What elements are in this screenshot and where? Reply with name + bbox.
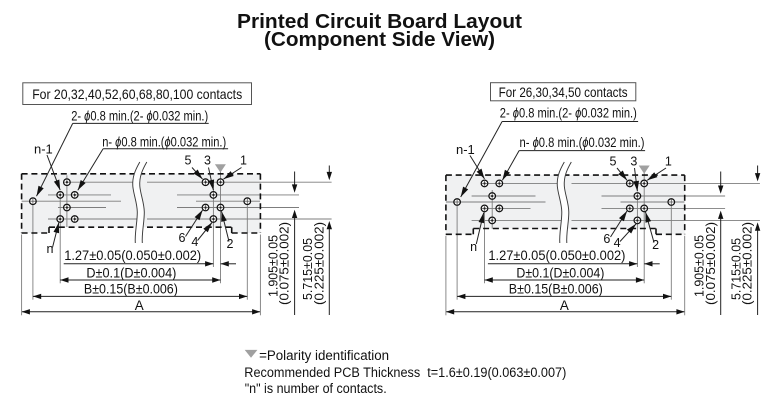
svg-text:Printed Circuit Board Layout: Printed Circuit Board Layout — [237, 11, 522, 33]
svg-text:3: 3 — [630, 154, 637, 168]
svg-text:n- ϕ0.8 min.(ϕ0.032 min.): n- ϕ0.8 min.(ϕ0.032 min.) — [520, 135, 645, 150]
svg-text:3: 3 — [204, 153, 211, 167]
svg-text:D±0.1(D±0.004): D±0.1(D±0.004) — [86, 266, 176, 281]
svg-text:A: A — [135, 298, 144, 313]
svg-text:D±0.1(D±0.004): D±0.1(D±0.004) — [516, 266, 604, 281]
svg-text:n-1: n-1 — [456, 142, 475, 157]
svg-text:n- ϕ0.8 min.(ϕ0.032 min.): n- ϕ0.8 min.(ϕ0.032 min.) — [102, 134, 226, 149]
svg-text:1.905±0.05: 1.905±0.05 — [692, 235, 707, 297]
svg-text:1.905±0.05: 1.905±0.05 — [266, 235, 281, 297]
svg-text:1: 1 — [240, 154, 247, 168]
svg-text:For 20,32,40,52,60,68,80,100 c: For 20,32,40,52,60,68,80,100 contacts — [32, 87, 242, 102]
svg-text:B±0.15(B±0.006): B±0.15(B±0.006) — [509, 282, 603, 297]
svg-text:(0.225±0.002): (0.225±0.002) — [311, 222, 326, 305]
svg-text:A: A — [560, 298, 569, 313]
svg-text:n: n — [47, 242, 54, 256]
svg-text:"n" is number of contacts.: "n" is number of contacts. — [245, 381, 387, 396]
svg-text:2- ϕ0.8 min.(2- ϕ0.032 min.): 2- ϕ0.8 min.(2- ϕ0.032 min.) — [500, 105, 637, 120]
svg-text:1: 1 — [665, 155, 672, 169]
svg-text:5.715±0.05: 5.715±0.05 — [300, 238, 315, 300]
svg-text:Recommended PCB Thickness t=1: Recommended PCB Thickness t=1.6±0.19(0.0… — [244, 365, 566, 380]
svg-text:(0.225±0.002): (0.225±0.002) — [740, 222, 755, 305]
svg-text:n: n — [470, 240, 477, 254]
svg-text:5: 5 — [185, 153, 192, 167]
svg-text:(0.075±0.002): (0.075±0.002) — [277, 222, 292, 305]
svg-text:2: 2 — [227, 237, 234, 251]
svg-text:n-1: n-1 — [34, 142, 53, 157]
svg-text:B±0.15(B±0.006): B±0.15(B±0.006) — [84, 282, 178, 297]
svg-text:6: 6 — [179, 231, 186, 245]
svg-text:4: 4 — [614, 236, 621, 250]
svg-text:For 26,30,34,50 contacts: For 26,30,34,50 contacts — [499, 85, 628, 100]
svg-text:6: 6 — [603, 232, 610, 246]
svg-text:1.27±0.05(0.050±0.002): 1.27±0.05(0.050±0.002) — [64, 248, 201, 263]
svg-text:2- ϕ0.8 min.(2- ϕ0.032 min.): 2- ϕ0.8 min.(2- ϕ0.032 min.) — [71, 109, 208, 124]
svg-text:5: 5 — [610, 154, 617, 168]
svg-text:1.27±0.05(0.050±0.002): 1.27±0.05(0.050±0.002) — [488, 248, 625, 263]
svg-text:(Component Side View): (Component Side View) — [264, 29, 495, 51]
svg-text:5.715±0.05: 5.715±0.05 — [729, 238, 744, 300]
svg-text:2: 2 — [652, 238, 659, 252]
svg-text:(0.075±0.002): (0.075±0.002) — [703, 222, 718, 305]
svg-text:4: 4 — [191, 235, 198, 249]
svg-text:=Polarity identification: =Polarity identification — [259, 348, 389, 363]
